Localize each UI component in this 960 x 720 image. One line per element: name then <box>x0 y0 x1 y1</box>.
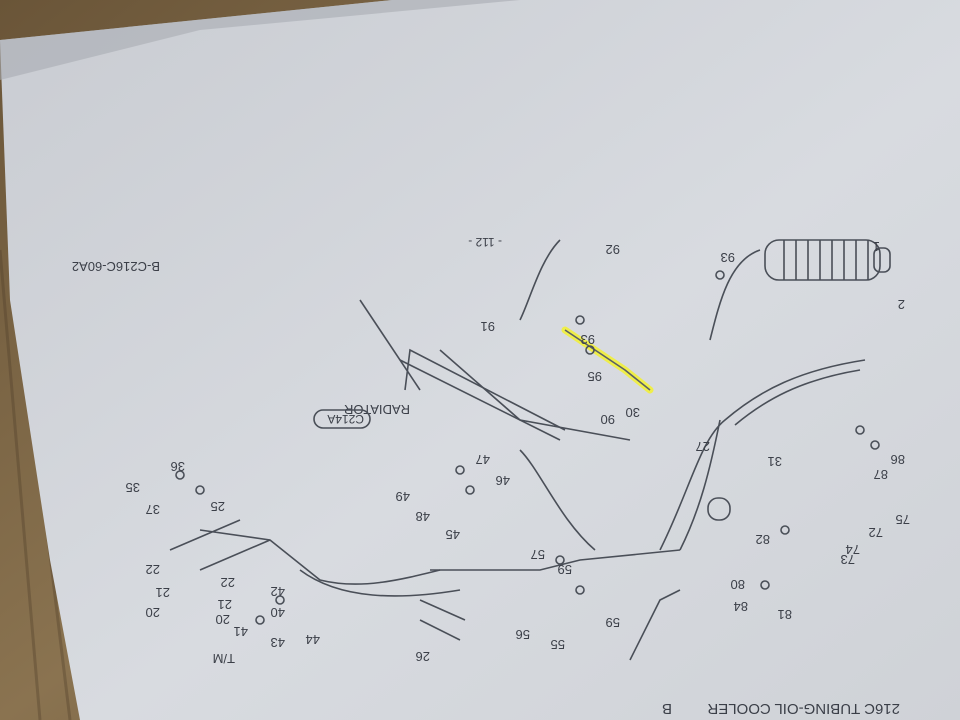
part-91: 91 <box>481 319 495 334</box>
part-86: 86 <box>891 452 905 467</box>
part-90: 90 <box>601 412 615 427</box>
part-37: 37 <box>146 502 160 517</box>
part-47: 47 <box>476 452 490 467</box>
fittings <box>169 270 880 641</box>
part-30: 30 <box>626 405 640 420</box>
part-22b: 22 <box>221 575 235 590</box>
part-41: 41 <box>234 624 248 639</box>
part-36: 36 <box>171 459 185 474</box>
part-20b: 20 <box>216 612 230 627</box>
doc-header-suffix: B <box>662 700 672 717</box>
part-80: 80 <box>731 577 745 592</box>
part-46: 46 <box>496 473 510 488</box>
part-49: 49 <box>396 489 410 504</box>
part-31: 31 <box>768 454 782 469</box>
oil-cooler <box>764 239 891 281</box>
paper-shadow <box>0 0 520 80</box>
part-35: 35 <box>126 480 140 495</box>
part-1: 1 <box>873 239 880 254</box>
part-81: 81 <box>778 607 792 622</box>
c214a-label: C214A <box>327 412 364 426</box>
radiator <box>399 348 566 441</box>
part-87: 87 <box>874 467 888 482</box>
part-21b: 21 <box>218 597 232 612</box>
part-21a: 21 <box>156 585 170 600</box>
part-45: 45 <box>446 527 460 542</box>
part-44: 44 <box>306 632 320 647</box>
document-content: 216C TUBING-OIL COOLER B B-C216C-60A2 - … <box>72 235 910 717</box>
part-25: 25 <box>211 499 225 514</box>
part-55: 55 <box>551 637 565 652</box>
part-59b: 59 <box>606 615 620 630</box>
part-22a: 22 <box>146 562 160 577</box>
part-43: 43 <box>271 635 285 650</box>
part-84: 84 <box>734 599 748 614</box>
drawing-code: B-C216C-60A2 <box>72 259 160 274</box>
part-40: 40 <box>271 605 285 620</box>
part-93a: 93 <box>721 250 735 265</box>
part-20a: 20 <box>146 605 160 620</box>
part-59a: 59 <box>558 562 572 577</box>
radiator-label: RADIATOR <box>344 402 410 417</box>
part-72: 72 <box>869 525 883 540</box>
part-57: 57 <box>531 547 545 562</box>
part-56: 56 <box>516 627 530 642</box>
part-95: 95 <box>588 369 602 384</box>
part-27: 27 <box>696 439 710 454</box>
page-number: - 112 - <box>468 235 502 249</box>
part-73: 73 <box>841 552 855 567</box>
part-26: 26 <box>416 649 430 664</box>
tm-label: T/M <box>213 651 235 666</box>
part-2: 2 <box>898 297 905 312</box>
part-93b: 93 <box>581 332 595 347</box>
part-75: 75 <box>896 512 910 527</box>
doc-header: 216C TUBING-OIL COOLER <box>707 700 900 717</box>
part-82: 82 <box>756 532 770 547</box>
part-48: 48 <box>416 509 430 524</box>
highlighted-tube-90 <box>561 326 654 394</box>
part-74: 74 <box>846 542 860 557</box>
part-92: 92 <box>606 242 620 257</box>
part-labels: 1 2 20 20 21 21 22 22 25 26 27 30 31 35 … <box>126 239 910 664</box>
tubing <box>199 239 866 661</box>
part-42: 42 <box>271 584 285 599</box>
